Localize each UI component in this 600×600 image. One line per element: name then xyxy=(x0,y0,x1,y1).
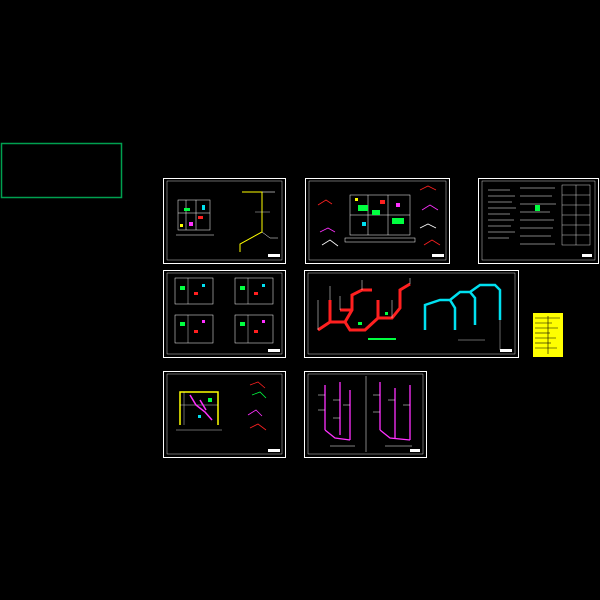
cyan-pipe-network xyxy=(423,283,502,330)
riser-left xyxy=(324,382,351,441)
title-block-lines xyxy=(535,316,560,354)
viewport-outline xyxy=(0,142,123,199)
mini-plan xyxy=(234,277,274,305)
notes-text-lines xyxy=(488,187,556,245)
riser-ticks xyxy=(317,278,411,330)
title-block[interactable] xyxy=(533,313,563,357)
plan-walls xyxy=(179,391,219,425)
plan-walls xyxy=(344,194,416,243)
sheet-system-diagram[interactable] xyxy=(304,270,519,358)
sheet-title-stamp xyxy=(268,254,280,257)
riser-right xyxy=(379,382,411,441)
sheet-floor-plans-four[interactable] xyxy=(163,270,286,358)
sheet-title-stamp xyxy=(432,254,444,257)
sheet-riser-diagram[interactable] xyxy=(304,371,427,458)
mini-plan xyxy=(174,277,214,305)
sheet-title-stamp xyxy=(582,254,592,257)
plan-walls xyxy=(176,199,214,236)
sheet-title-stamp xyxy=(268,449,280,452)
plan-fixtures xyxy=(180,205,205,227)
sheet-partial-plan[interactable] xyxy=(163,371,286,458)
detail-callouts xyxy=(247,381,267,431)
magenta-pipes xyxy=(189,394,213,421)
detail-callouts xyxy=(317,185,441,247)
sheet-notes[interactable] xyxy=(478,178,599,264)
sheet-floor-plan-1[interactable] xyxy=(163,178,286,264)
mini-plan xyxy=(174,314,214,344)
sheet-floor-plan-2[interactable] xyxy=(305,178,450,264)
sheet-title-stamp xyxy=(410,449,420,452)
plan-fixtures xyxy=(355,198,404,226)
mini-plan xyxy=(234,314,274,344)
sheet-title-stamp xyxy=(268,349,280,352)
sheet-title-stamp xyxy=(500,349,512,352)
notes-table xyxy=(561,184,591,246)
